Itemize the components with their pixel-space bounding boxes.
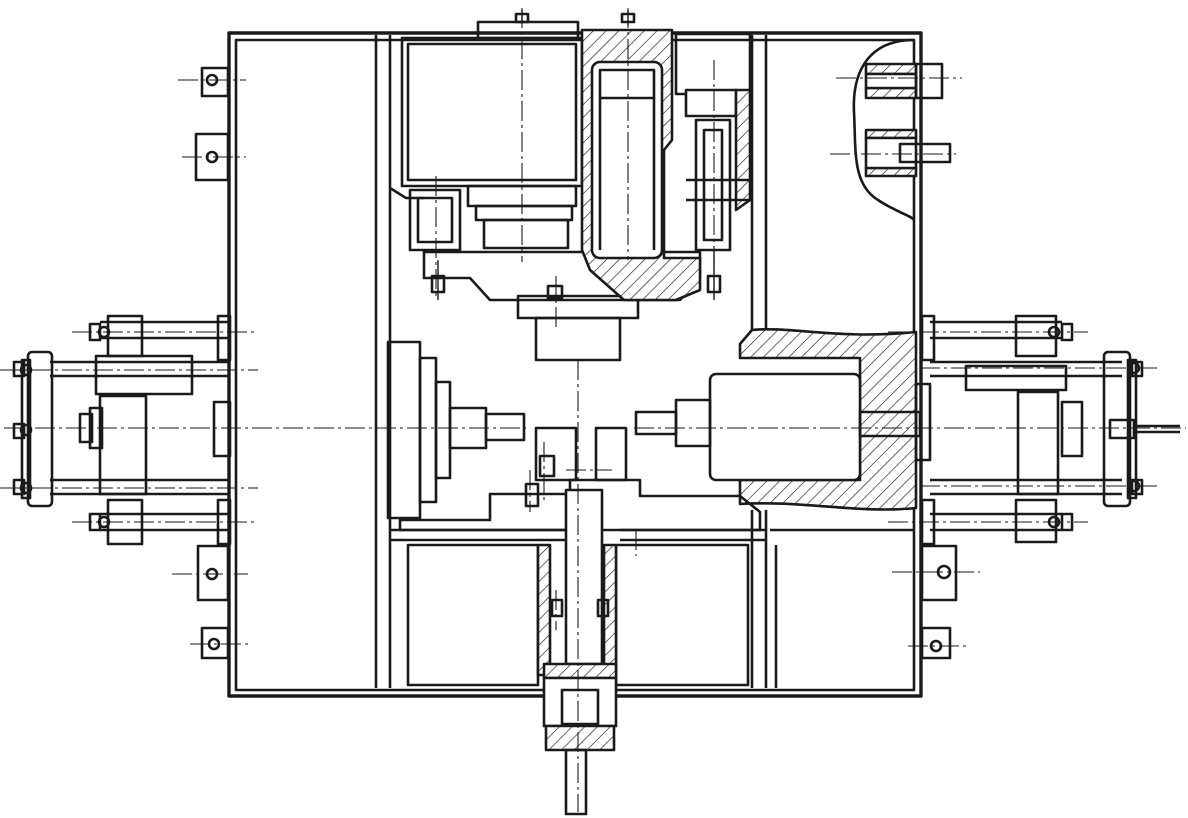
left-end-plate-assembly — [12, 66, 232, 660]
upper-gear-assembly — [408, 184, 722, 362]
right-end-plate-assembly — [920, 314, 1180, 660]
cutaway-detail — [852, 38, 952, 221]
lower-shaft-assembly — [536, 488, 618, 816]
right-actuator — [634, 327, 932, 511]
center-lines — [0, 8, 1186, 812]
hatched-section — [580, 28, 752, 302]
